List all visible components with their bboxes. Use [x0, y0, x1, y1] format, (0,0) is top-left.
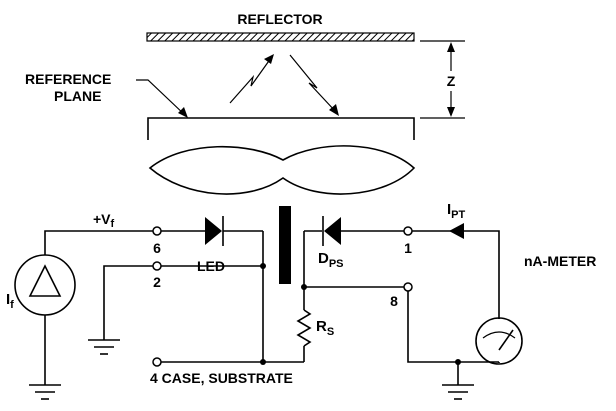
- rs-label: RS: [316, 318, 334, 338]
- pin-6-terminal: [152, 226, 162, 236]
- reference-plane-bracket: [147, 117, 415, 140]
- vf-label: +Vf: [93, 211, 115, 230]
- reference-plane-label-line1: REFERENCE: [25, 71, 111, 87]
- na-meter: [475, 317, 523, 365]
- pin-1-terminal: [403, 226, 413, 236]
- emitted-light-arrow: [229, 54, 274, 104]
- reference-plane-label-line2: PLANE: [54, 88, 101, 104]
- pin-4-case-label: 4 CASE, SUBSTRATE: [150, 370, 293, 386]
- radiation-pattern-lobes: [148, 145, 416, 195]
- pin-6-label: 6: [153, 240, 161, 256]
- ipt-current-arrow: [412, 223, 500, 319]
- pin-2-terminal: [152, 261, 162, 271]
- current-source-if: [14, 230, 157, 385]
- reference-plane-leader-arrow: [136, 79, 188, 118]
- photodiode-dps: [303, 216, 404, 287]
- pin-8-label: 8: [390, 293, 398, 309]
- junction-dot-pin2: [260, 263, 266, 269]
- reflector-plate: [146, 32, 415, 42]
- z-dimension: [420, 40, 465, 119]
- ipt-label: IPT: [447, 201, 466, 221]
- pin-1-label: 1: [404, 240, 412, 256]
- ground-symbol-source: [29, 384, 61, 400]
- pin-4-terminal: [152, 357, 162, 367]
- nameter-label: nA-METER: [524, 253, 596, 269]
- pin-8-terminal: [403, 282, 413, 292]
- ground-symbol-meter: [442, 384, 474, 400]
- if-label: If: [6, 291, 14, 311]
- z-label: Z: [447, 73, 456, 89]
- dps-label: DPS: [318, 250, 344, 270]
- ground-symbol-pin2: [88, 339, 120, 355]
- led-diode: [161, 216, 264, 362]
- pin-2-label: 2: [153, 274, 161, 290]
- reflected-light-arrow: [289, 54, 339, 116]
- resistor-rs: [296, 287, 312, 362]
- junction-dot-pin4: [260, 359, 266, 365]
- reflector-label: REFLECTOR: [237, 11, 322, 27]
- optical-barrier: [279, 206, 291, 284]
